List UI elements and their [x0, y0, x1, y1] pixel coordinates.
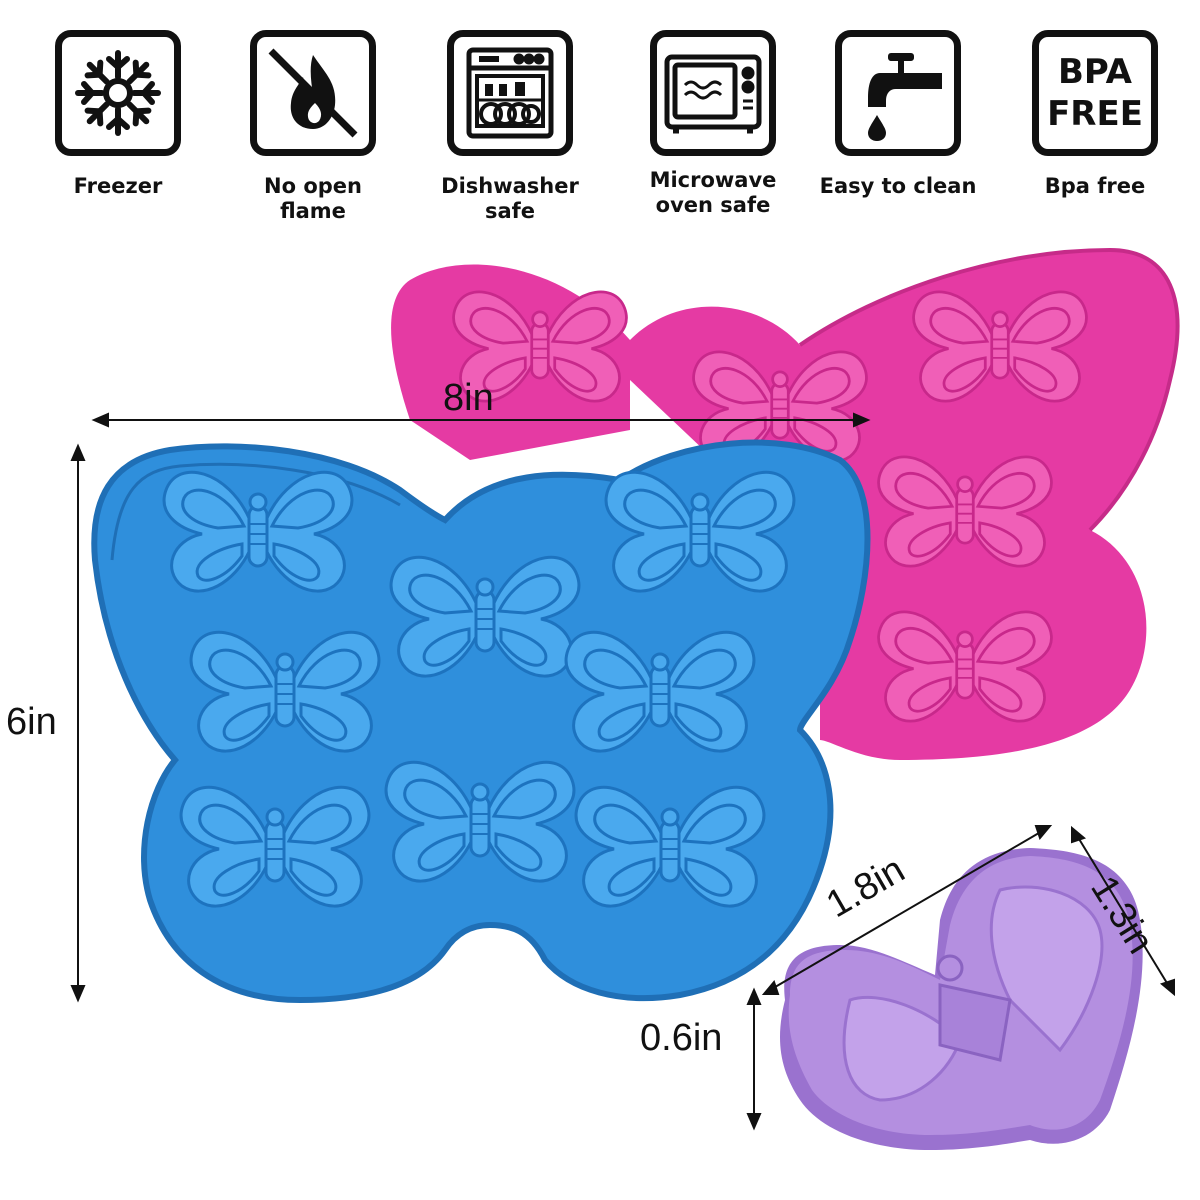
bpa-icon-text: BPA [1057, 52, 1132, 92]
height-dimension-label: 6in [6, 701, 57, 743]
feature-label: Freezer [73, 174, 163, 198]
feature-label: Easy to clean [819, 174, 977, 198]
dimension-lines [70, 412, 1175, 1131]
feature-label: Bpa free [1044, 174, 1146, 198]
feature-easy-to-clean: Easy to clean [818, 30, 978, 199]
purple-butterfly-piece [780, 848, 1143, 1150]
snowflake-icon [55, 30, 181, 156]
blue-butterfly-mold [91, 439, 871, 1004]
faucet-icon [835, 30, 961, 156]
feature-label: No open flame [264, 174, 362, 223]
feature-freezer: Freezer [38, 30, 198, 199]
microwave-icon [650, 30, 776, 156]
feature-label: Dishwasher safe [441, 174, 579, 223]
feature-microwave-safe: Microwave oven safe [633, 30, 793, 218]
free-icon-text: FREE [1047, 94, 1143, 134]
width-dimension-label: 8in [443, 377, 494, 419]
feature-dishwasher-safe: Dishwasher safe [430, 30, 590, 224]
feature-label: Microwave oven safe [649, 168, 777, 217]
pink-butterfly-mold [391, 247, 1180, 760]
feature-no-open-flame: No open flame [233, 30, 393, 224]
cavity-depth-label: 0.6in [640, 1017, 723, 1059]
dishwasher-icon [447, 30, 573, 156]
bpa-free-icon: BPA FREE [1032, 30, 1158, 156]
feature-bpa-free: BPA FREE Bpa free [1015, 30, 1175, 199]
no-flame-icon [250, 30, 376, 156]
